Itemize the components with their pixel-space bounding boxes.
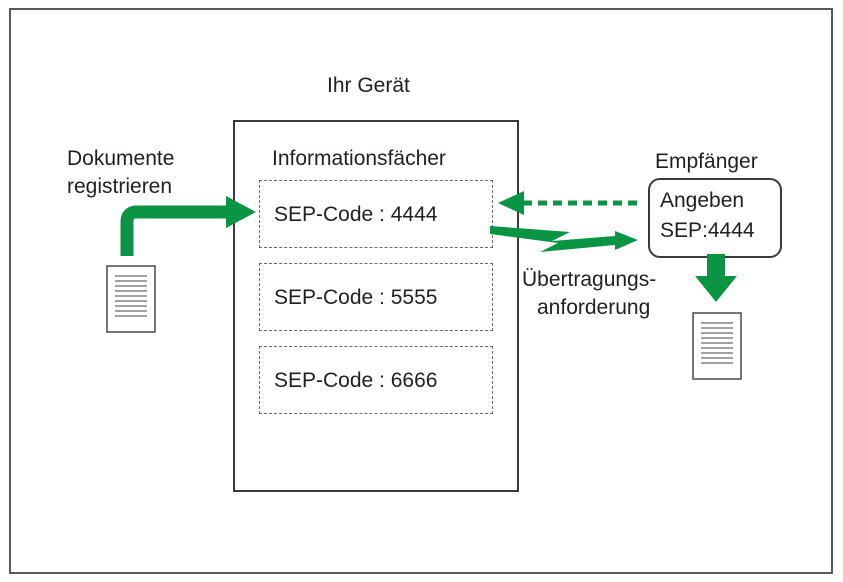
register-label-line1: Dokumente <box>67 147 175 170</box>
register-label-line2: registrieren <box>67 175 173 198</box>
sep-box-6666: SEP-Code : 6666 <box>259 346 493 414</box>
sep-box-5555: SEP-Code : 5555 <box>259 263 493 331</box>
info-boxes-title: Informationsfächer <box>272 147 446 170</box>
sep-code-label: SEP-Code : 5555 <box>274 285 438 309</box>
recipient-line1: Angeben <box>660 189 745 212</box>
sep-box-4444: SEP-Code : 4444 <box>259 180 493 248</box>
transfer-label-line2: anforderung <box>537 296 651 319</box>
recipient-line2: SEP:4444 <box>660 219 755 242</box>
request-dashed-arrow <box>498 191 637 215</box>
document-icon <box>692 312 742 380</box>
register-arrow <box>120 196 256 256</box>
transfer-label-line1: Übertragungs- <box>522 268 657 291</box>
document-icon <box>106 265 156 333</box>
download-arrow <box>695 254 737 302</box>
transfer-lightning-arrow <box>490 226 638 252</box>
device-title: Ihr Gerät <box>327 74 410 97</box>
sep-code-label: SEP-Code : 6666 <box>274 368 438 392</box>
sep-code-label: SEP-Code : 4444 <box>274 202 438 226</box>
recipient-title: Empfänger <box>655 150 758 173</box>
